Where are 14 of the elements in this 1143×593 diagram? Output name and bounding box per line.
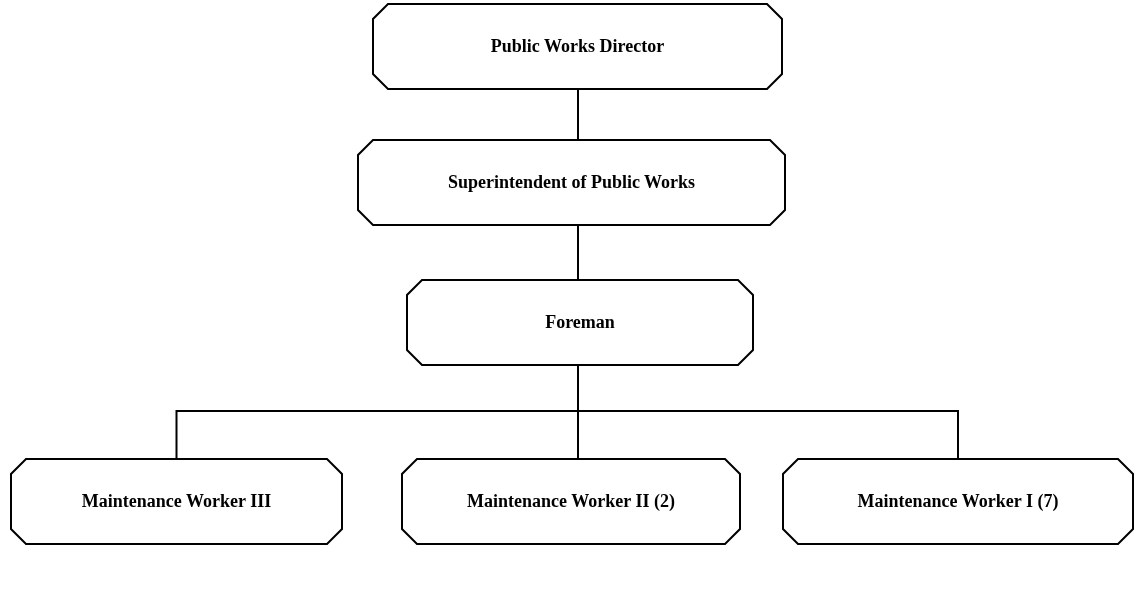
position-box (406, 279, 754, 366)
position-box (10, 458, 343, 545)
connector-line (577, 225, 579, 280)
position-box (357, 139, 786, 226)
position-title: Foreman (544, 312, 616, 333)
connector-line (577, 89, 579, 140)
position-title: Superintendent of Public Works (446, 172, 697, 193)
position-title: Maintenance Worker II (2) (466, 491, 676, 512)
position-box (372, 3, 783, 90)
position-box (401, 458, 741, 545)
position-box (782, 458, 1134, 545)
position-title: Public Works Director (489, 36, 666, 57)
position-title: Maintenance Worker I (7) (856, 491, 1060, 512)
position-title: Maintenance Worker III (80, 491, 273, 512)
